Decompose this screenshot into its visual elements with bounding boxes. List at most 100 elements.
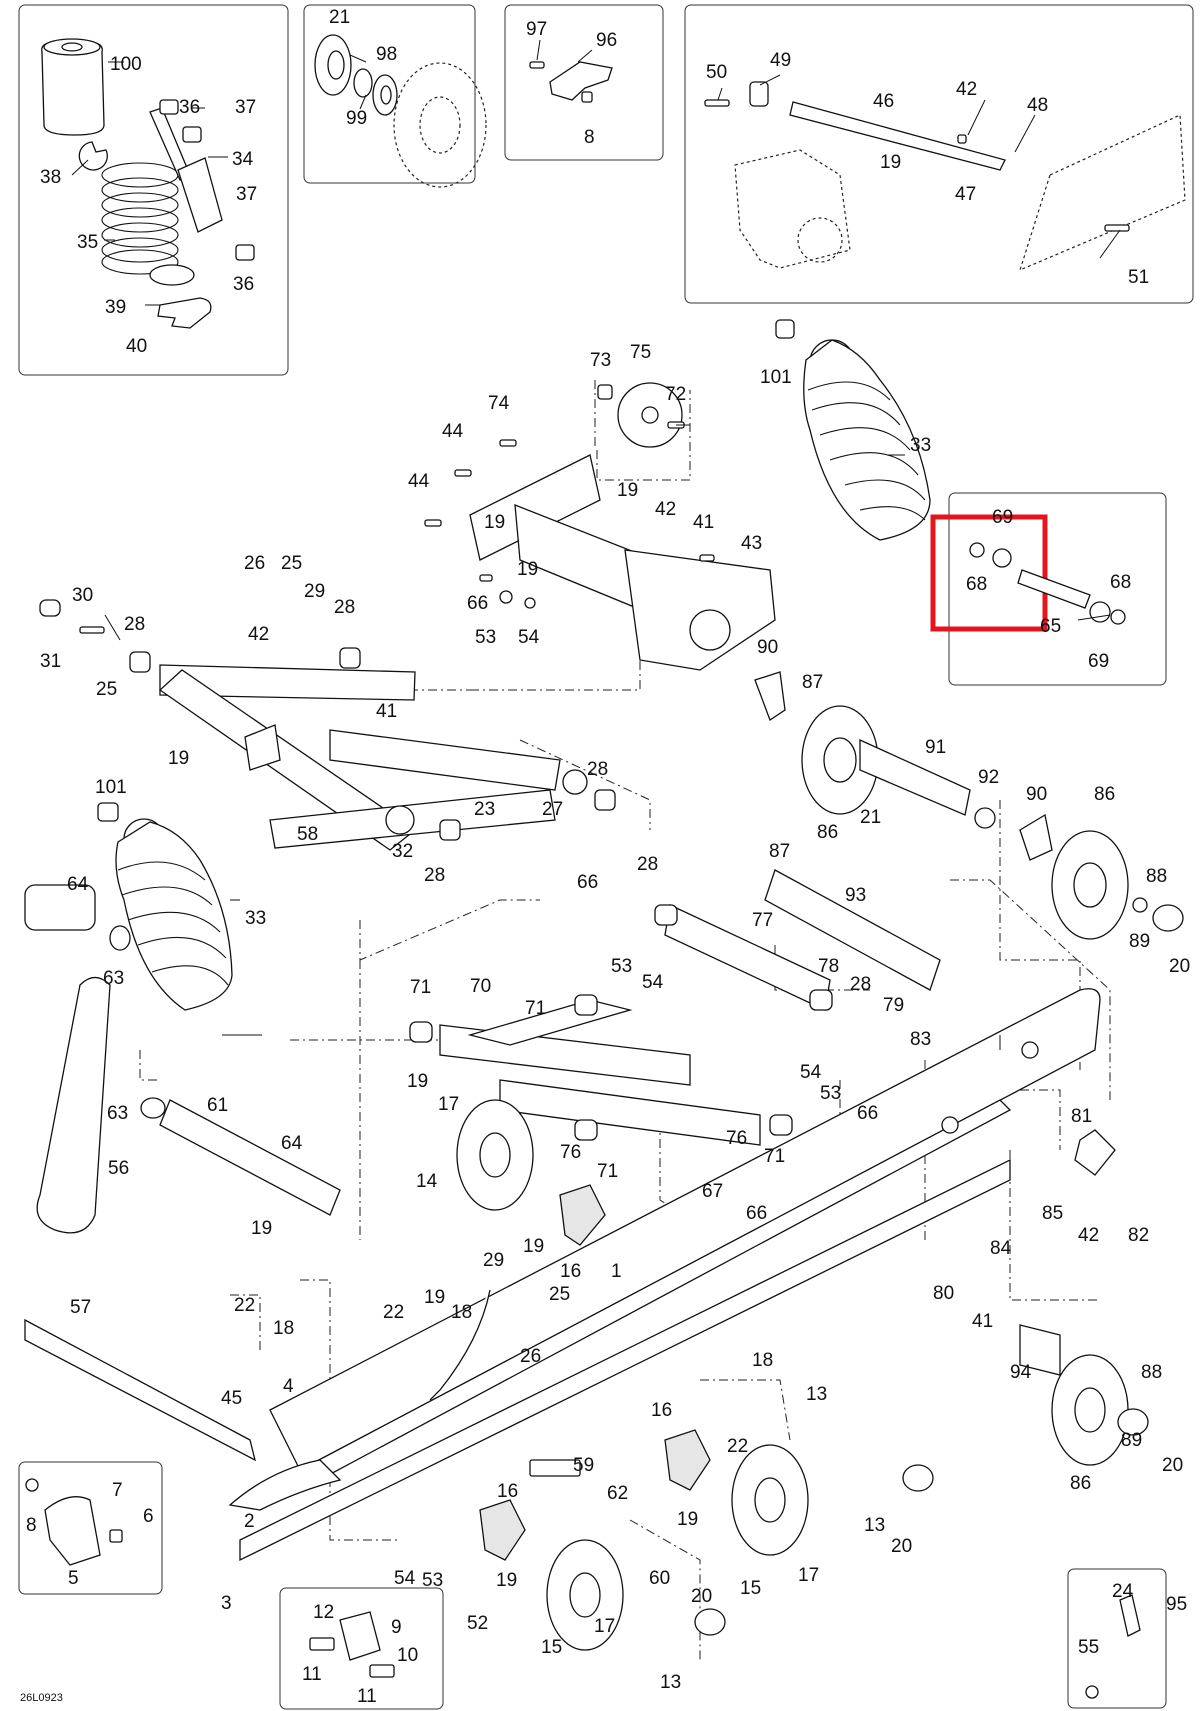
callout-13: 13 <box>806 1384 827 1405</box>
callout-54: 54 <box>642 972 664 993</box>
callout-66: 66 <box>857 1103 878 1124</box>
callout-91: 91 <box>925 737 946 758</box>
callout-17: 17 <box>798 1565 819 1586</box>
callout-19: 19 <box>424 1287 445 1308</box>
diagram-code: 26L0923 <box>20 1692 63 1704</box>
callout-86: 86 <box>817 822 838 843</box>
inset-clip <box>279 1587 444 1710</box>
callout-41: 41 <box>972 1311 993 1332</box>
callout-26: 26 <box>244 553 265 574</box>
rear-arm-assembly <box>409 869 941 1146</box>
callout-48: 48 <box>1027 95 1048 116</box>
callout-20: 20 <box>891 1536 912 1557</box>
callout-16: 16 <box>497 1481 518 1502</box>
callout-68: 68 <box>966 574 987 595</box>
inset-stopper <box>18 1461 163 1595</box>
callout-11: 11 <box>302 1664 322 1685</box>
callout-63: 63 <box>107 1103 128 1124</box>
callout-21: 21 <box>329 7 350 28</box>
callout-77: 77 <box>752 910 773 931</box>
inset-stabilizer <box>684 4 1194 304</box>
callout-65: 65 <box>1040 616 1061 637</box>
callout-79: 79 <box>883 995 904 1016</box>
callout-49: 49 <box>770 50 791 71</box>
inset-bracket <box>504 4 664 161</box>
callout-86: 86 <box>1094 784 1115 805</box>
callout-33: 33 <box>245 908 266 929</box>
inset-bearing <box>303 4 476 184</box>
callout-17: 17 <box>438 1094 459 1115</box>
callout-54: 54 <box>518 627 540 648</box>
callout-15: 15 <box>541 1637 562 1658</box>
upper-arm-assembly <box>424 382 776 671</box>
highlight-box <box>930 514 1048 632</box>
callout-46: 46 <box>873 91 894 112</box>
callout-84: 84 <box>990 1238 1012 1259</box>
front-arm-assembly <box>39 599 616 851</box>
callout-34: 34 <box>232 149 254 170</box>
callout-14: 14 <box>416 1171 438 1192</box>
callout-88: 88 <box>1146 866 1167 887</box>
callout-75: 75 <box>630 342 651 363</box>
callout-18: 18 <box>273 1318 294 1339</box>
callout-16: 16 <box>560 1261 581 1282</box>
callout-41: 41 <box>376 701 397 722</box>
callout-42: 42 <box>248 624 269 645</box>
callout-89: 89 <box>1121 1430 1142 1451</box>
callout-47: 47 <box>955 184 976 205</box>
callout-52: 52 <box>467 1613 488 1634</box>
callout-20: 20 <box>691 1586 712 1607</box>
callout-9: 9 <box>391 1617 402 1638</box>
callout-29: 29 <box>483 1250 504 1271</box>
callout-20: 20 <box>1162 1455 1183 1476</box>
callout-21: 21 <box>860 807 881 828</box>
callout-73: 73 <box>590 350 611 371</box>
callout-10: 10 <box>397 1645 418 1666</box>
callout-24: 24 <box>1112 1581 1134 1602</box>
callout-53: 53 <box>422 1570 443 1591</box>
callout-42: 42 <box>1078 1225 1099 1246</box>
callout-29: 29 <box>304 581 325 602</box>
callout-80: 80 <box>933 1283 954 1304</box>
callout-67: 67 <box>702 1181 723 1202</box>
callout-28: 28 <box>637 854 658 875</box>
callout-22: 22 <box>234 1295 255 1316</box>
callout-95: 95 <box>1166 1594 1187 1615</box>
callout-92: 92 <box>978 767 999 788</box>
leader-lines <box>71 39 1121 1050</box>
callout-18: 18 <box>752 1350 773 1371</box>
callout-20: 20 <box>1169 956 1190 977</box>
callout-60: 60 <box>649 1568 670 1589</box>
callout-69: 69 <box>992 507 1013 528</box>
callout-87: 87 <box>769 841 790 862</box>
callout-28: 28 <box>850 974 871 995</box>
callout-28: 28 <box>587 759 608 780</box>
callout-42: 42 <box>655 499 676 520</box>
slide-rail <box>228 988 1101 1562</box>
callout-83: 83 <box>910 1029 931 1050</box>
callout-13: 13 <box>864 1515 885 1536</box>
callout-68: 68 <box>1110 572 1131 593</box>
callout-17: 17 <box>594 1616 615 1637</box>
callout-labels: 100 37 36 34 38 37 35 36 39 40 21 98 99 … <box>20 7 1190 1707</box>
callout-53: 53 <box>475 627 496 648</box>
callout-31: 31 <box>40 651 61 672</box>
callout-90: 90 <box>1026 784 1047 805</box>
callout-87: 87 <box>802 672 823 693</box>
inset-shock-spring-parts <box>41 38 255 329</box>
callout-97: 97 <box>526 19 547 40</box>
callout-26: 26 <box>520 1346 541 1367</box>
callout-98: 98 <box>376 44 397 65</box>
callout-86: 86 <box>1070 1473 1091 1494</box>
callout-3: 3 <box>221 1593 232 1614</box>
callout-19: 19 <box>523 1236 544 1257</box>
callout-54: 54 <box>394 1568 416 1589</box>
callout-85: 85 <box>1042 1203 1063 1224</box>
callout-11: 11 <box>357 1686 377 1707</box>
callout-22: 22 <box>727 1436 748 1457</box>
callout-44: 44 <box>408 471 430 492</box>
callout-2: 2 <box>244 1511 255 1532</box>
callout-53: 53 <box>820 1083 841 1104</box>
callout-37: 37 <box>235 97 256 118</box>
lower-link-assembly <box>24 976 341 1462</box>
